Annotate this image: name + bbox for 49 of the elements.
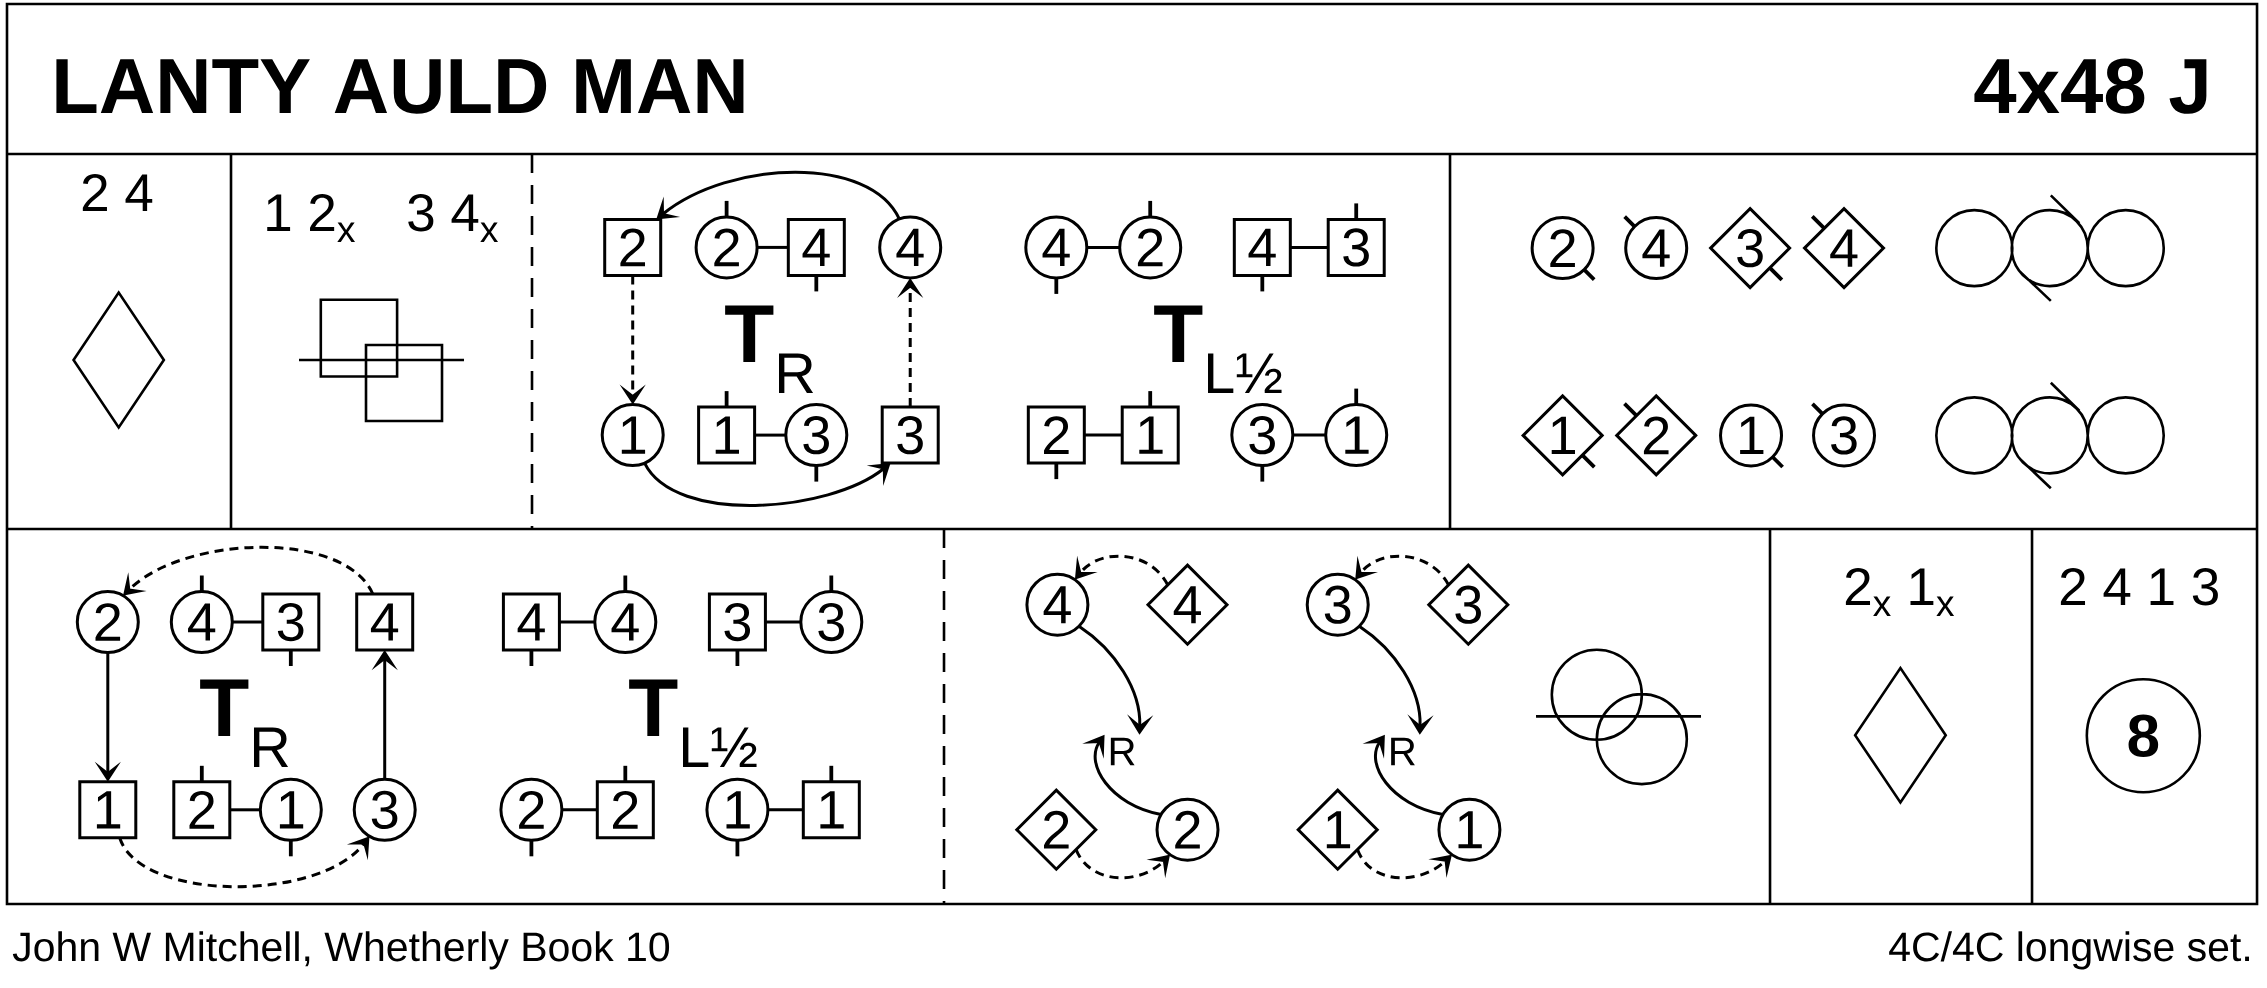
connecting-line: [767, 808, 804, 812]
dancer-numbers: 2 4: [82, 174, 153, 211]
figure-label: T$_{L½}$: [629, 679, 757, 767]
numbered-square: 4: [786, 217, 846, 277]
hand-label: R: [1110, 737, 1135, 766]
connecting-line: [754, 433, 786, 437]
connecting-line: [765, 620, 801, 624]
figure-label: T$_{L½}$: [1154, 305, 1282, 393]
curved-arrow: [643, 462, 891, 507]
numbered-square: 4: [501, 592, 561, 652]
dancer-numbers: 2 4 1 3: [2060, 568, 2218, 606]
numbered-square: 4: [1232, 217, 1292, 277]
numbered-square: 3: [1326, 217, 1386, 277]
hand-label: R: [1391, 737, 1415, 766]
connecting-line: [757, 245, 789, 249]
numbered-square: 1: [78, 780, 138, 840]
dancer-numbers: 2$_{x}$ 1$_{x}$: [1845, 568, 1955, 617]
numbered-square: 1: [801, 780, 861, 840]
numbered-square: 4: [355, 592, 415, 652]
connecting-line: [229, 808, 261, 812]
connecting-line: [1086, 245, 1120, 249]
connecting-line: [561, 808, 598, 812]
numbered-square: 2: [595, 780, 655, 840]
set-note: 4C/4C longwise set.: [1889, 931, 2249, 970]
dance-code: 4x48 J: [1974, 58, 2207, 114]
numbered-square: 1: [1120, 405, 1180, 465]
numbered-square: 2: [1026, 405, 1086, 465]
connecting-line: [232, 620, 263, 624]
numbered-square: 3: [707, 592, 767, 652]
numbered-square: 2: [603, 217, 663, 277]
dashed-curved-arrow: [1356, 848, 1452, 880]
connecting-line: [559, 620, 595, 624]
dancer-numbers: 3 4$_{x}$: [408, 194, 499, 243]
title: LANTY AULD MAN: [56, 59, 744, 114]
curved-arrow: [656, 170, 901, 220]
numbered-square: 3: [261, 592, 321, 652]
dashed-curved-arrow: [123, 545, 375, 596]
connecting-line: [1290, 245, 1329, 249]
figure-label: T$_{R}$: [725, 305, 814, 393]
figure-label: T$_{R}$: [200, 679, 289, 767]
numbered-square: 2: [172, 780, 232, 840]
dashed-curved-arrow: [118, 836, 370, 889]
connecting-line: [1292, 433, 1326, 437]
numbered-square: 3: [880, 405, 940, 465]
source-note: John W Mitchell, Whetherly Book 10: [12, 931, 670, 970]
numbered-square: 1: [697, 405, 757, 465]
connecting-line: [1084, 433, 1123, 437]
dancer-numbers: 1 2$_{x}$: [267, 194, 356, 243]
dashed-curved-arrow: [1355, 554, 1450, 586]
